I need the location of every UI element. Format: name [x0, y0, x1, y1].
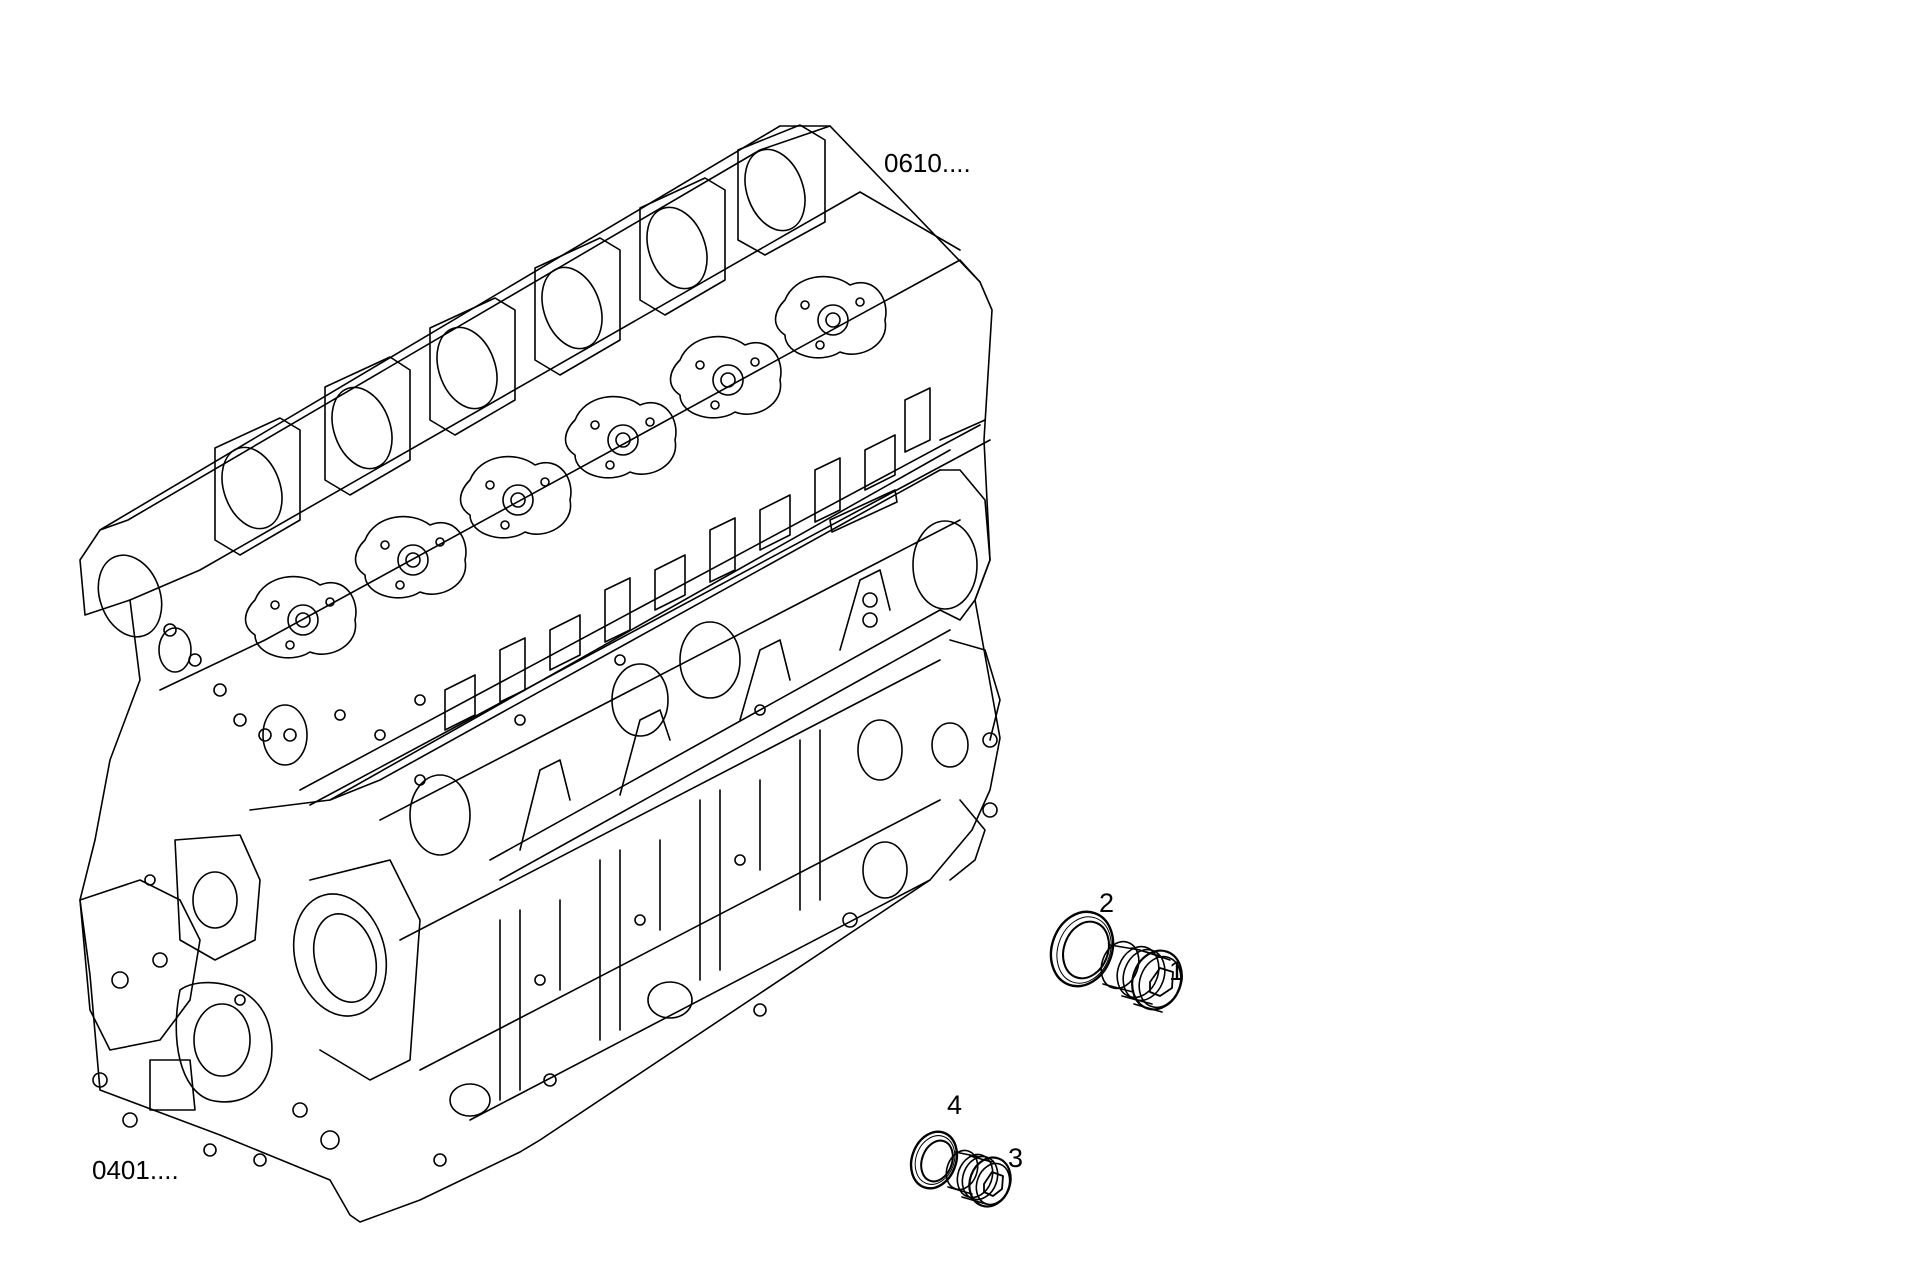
callout-part-4: 4 [947, 1090, 963, 1120]
front-cover [79, 834, 421, 1167]
injector-pads [244, 275, 887, 659]
engine-block [79, 124, 1001, 1223]
part-1-plug [1100, 940, 1183, 1013]
part-3-plug [945, 1149, 1012, 1208]
crankcase-side [409, 419, 1001, 1167]
head-side-ports [444, 387, 931, 731]
head-holes [158, 623, 426, 766]
reference-label-top: 0610.... [884, 148, 971, 178]
part-4-sealing-ring [909, 1130, 959, 1190]
part-2-sealing-ring [1049, 910, 1115, 988]
callout-part-1: 1 [1169, 956, 1185, 986]
callout-part-3: 3 [1008, 1143, 1024, 1173]
cam-bores [97, 124, 826, 638]
reference-label-bottom: 0401.... [92, 1155, 179, 1185]
callout-part-2: 2 [1099, 888, 1115, 918]
